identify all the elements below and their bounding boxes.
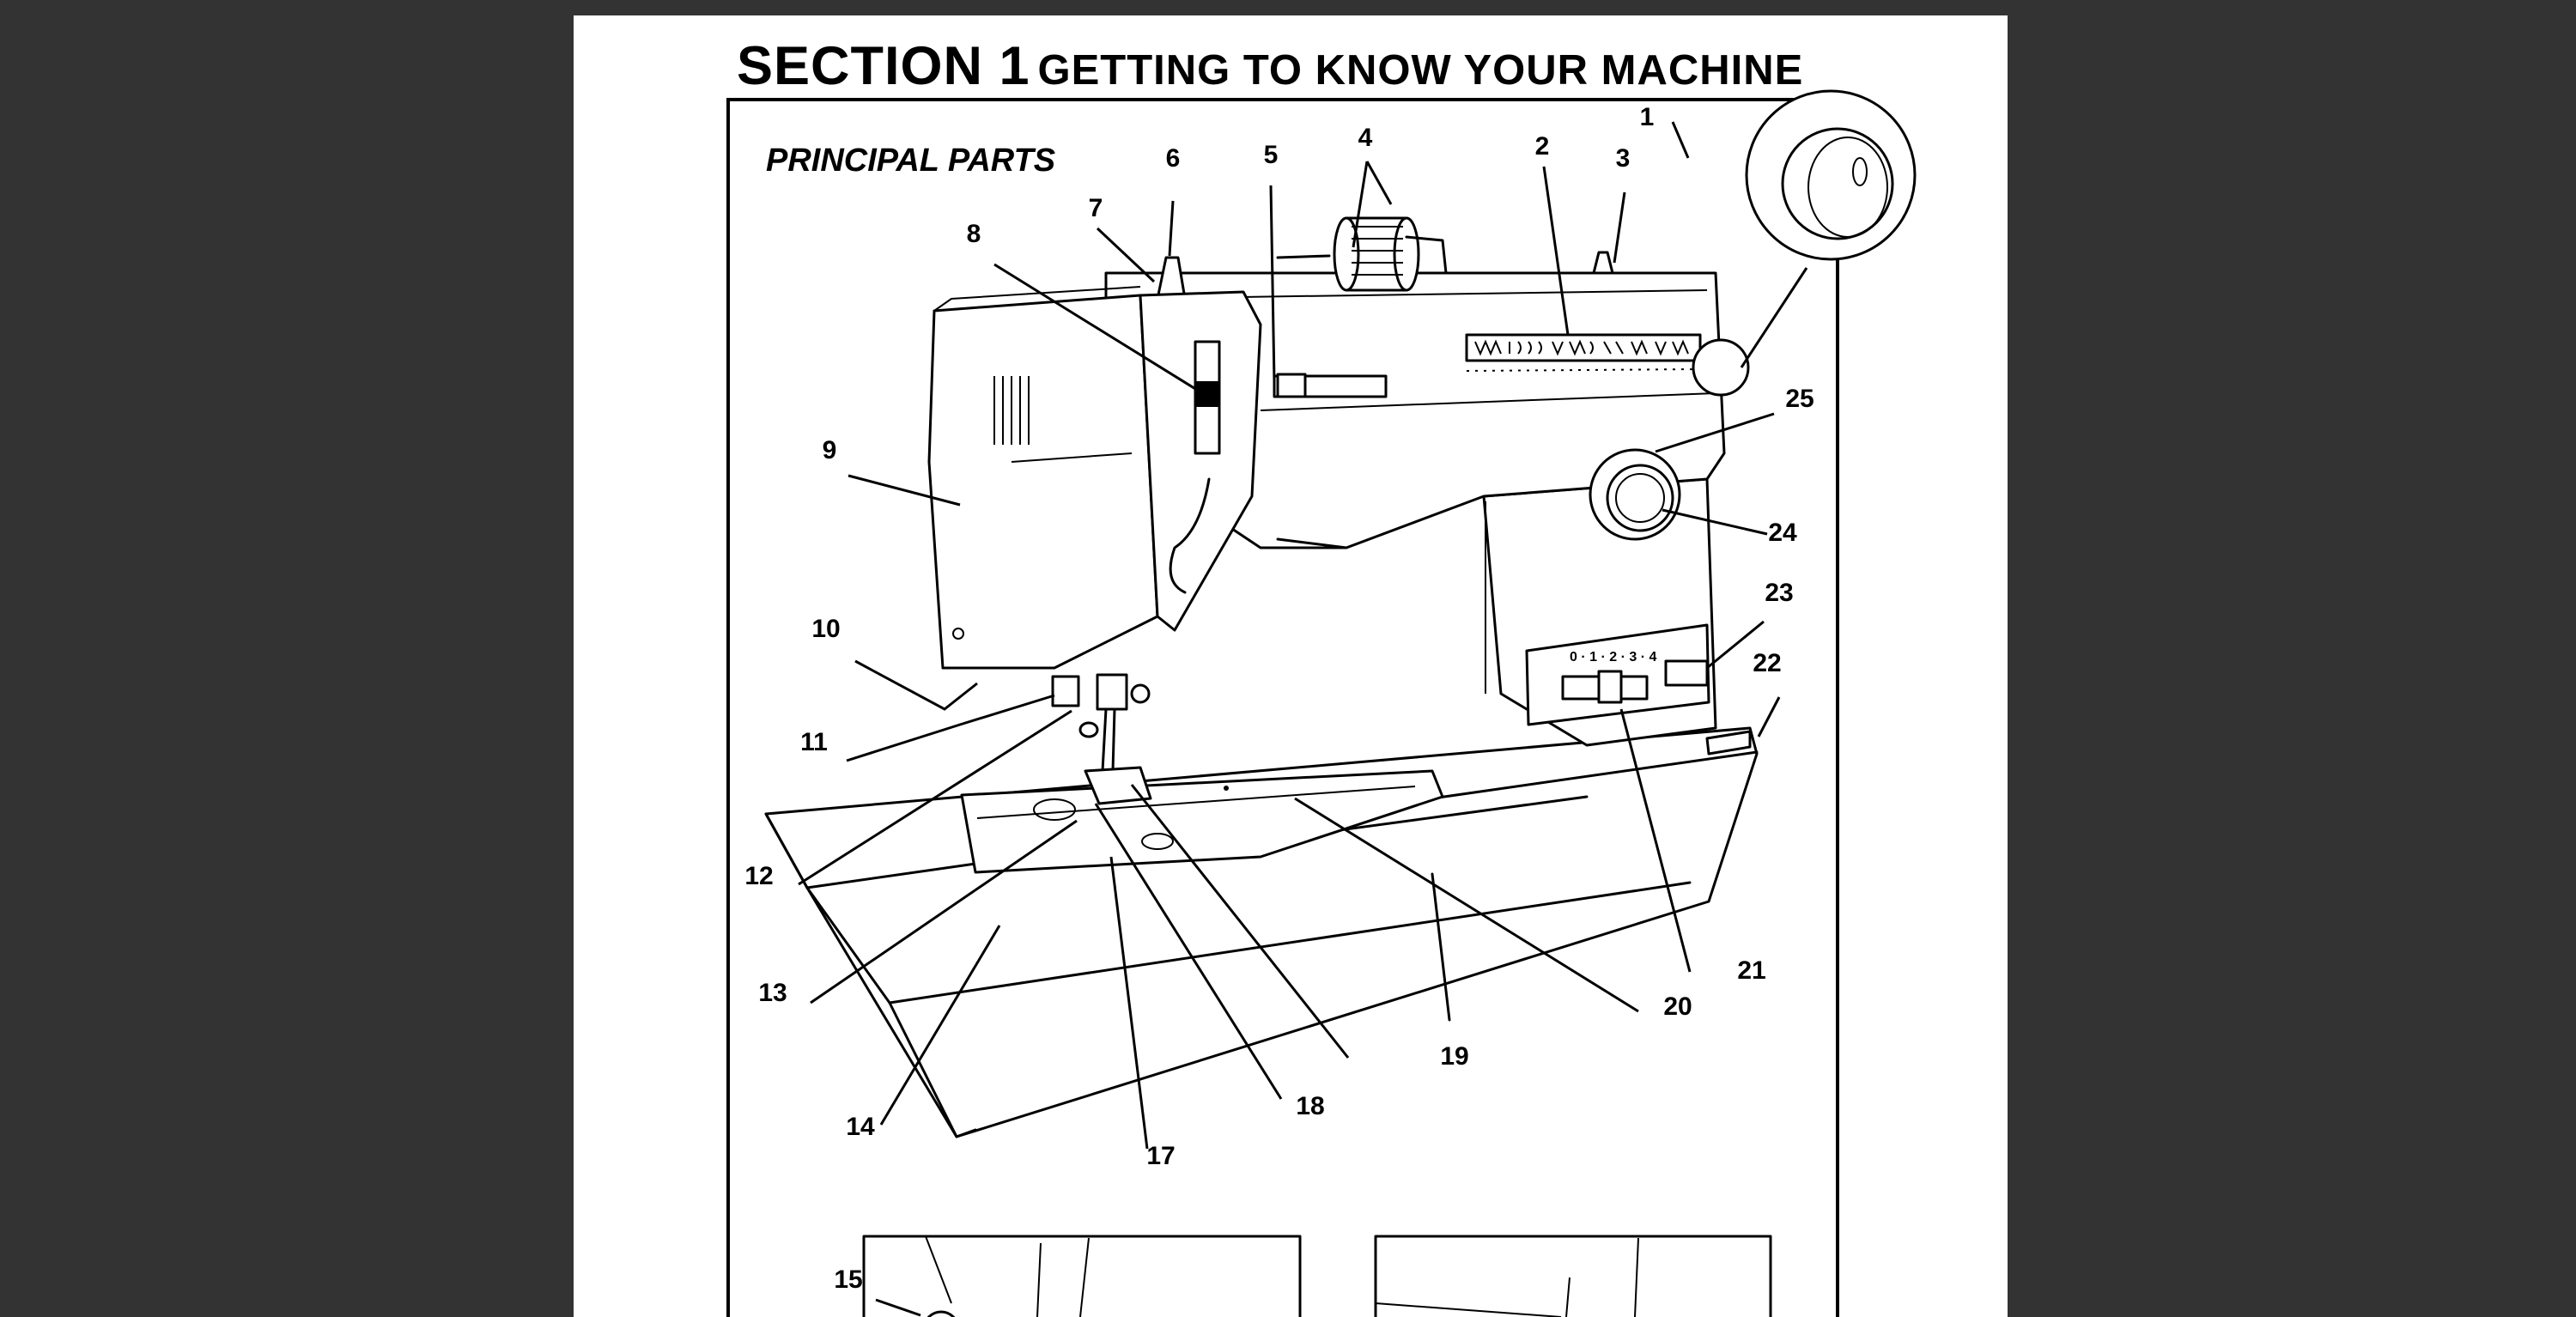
callout-5: 5 [1264,141,1279,169]
callout-2: 2 [1535,132,1550,161]
detail-frames [862,1235,1772,1317]
callout-19: 19 [1440,1042,1468,1071]
svg-text:0 · 1 · 2 · 3 · 4: 0 · 1 · 2 · 3 · 4 [1570,650,1656,665]
callout-13: 13 [758,979,787,1007]
callout-6: 6 [1166,144,1181,173]
section-title: SECTION 1 GETTING TO KNOW YOUR MACHINE [737,39,1853,94]
sewing-machine-diagram: 0 · 1 · 2 · 3 · 4 [744,89,1917,1317]
figure-title: PRINCIPAL PARTS [766,143,1056,179]
callout-20: 20 [1663,992,1692,1021]
callout-leaders [798,121,1781,1317]
callout-15: 15 [834,1265,862,1294]
callout-7: 7 [1089,194,1103,222]
machine-head-illustration [927,286,1262,670]
callout-21: 21 [1737,956,1765,985]
presser-foot-illustration [1051,673,1152,805]
callout-14: 14 [846,1113,875,1141]
figure-frame [726,98,1839,1317]
callout-9: 9 [823,436,837,464]
needle-plate-illustration [960,769,1444,874]
callout-10: 10 [811,615,840,643]
machine-pillar-illustration: 0 · 1 · 2 · 3 · 4 [1482,477,1752,756]
section-label: SECTION 1 [737,36,1030,96]
callout-25: 25 [1785,385,1814,413]
callout-3: 3 [1616,144,1631,173]
callout-8: 8 [967,220,981,248]
section-heading: GETTING TO KNOW YOUR MACHINE [1037,47,1804,94]
callout-12: 12 [744,862,773,890]
callout-24: 24 [1768,519,1797,547]
manual-page: SECTION 1 GETTING TO KNOW YOUR MACHINE P… [574,15,2008,1317]
callout-1: 1 [1640,103,1655,131]
callout-labels: 1 2 3 4 5 6 7 8 9 10 11 12 13 14 15 17 1… [744,103,1814,1294]
bobbin-winder-inset-illustration [1740,89,1917,368]
callout-22: 22 [1753,649,1781,677]
callout-17: 17 [1146,1142,1175,1170]
callout-4: 4 [1358,124,1373,152]
callout-23: 23 [1765,579,1793,607]
callout-18: 18 [1296,1092,1324,1120]
callout-11: 11 [800,728,828,756]
